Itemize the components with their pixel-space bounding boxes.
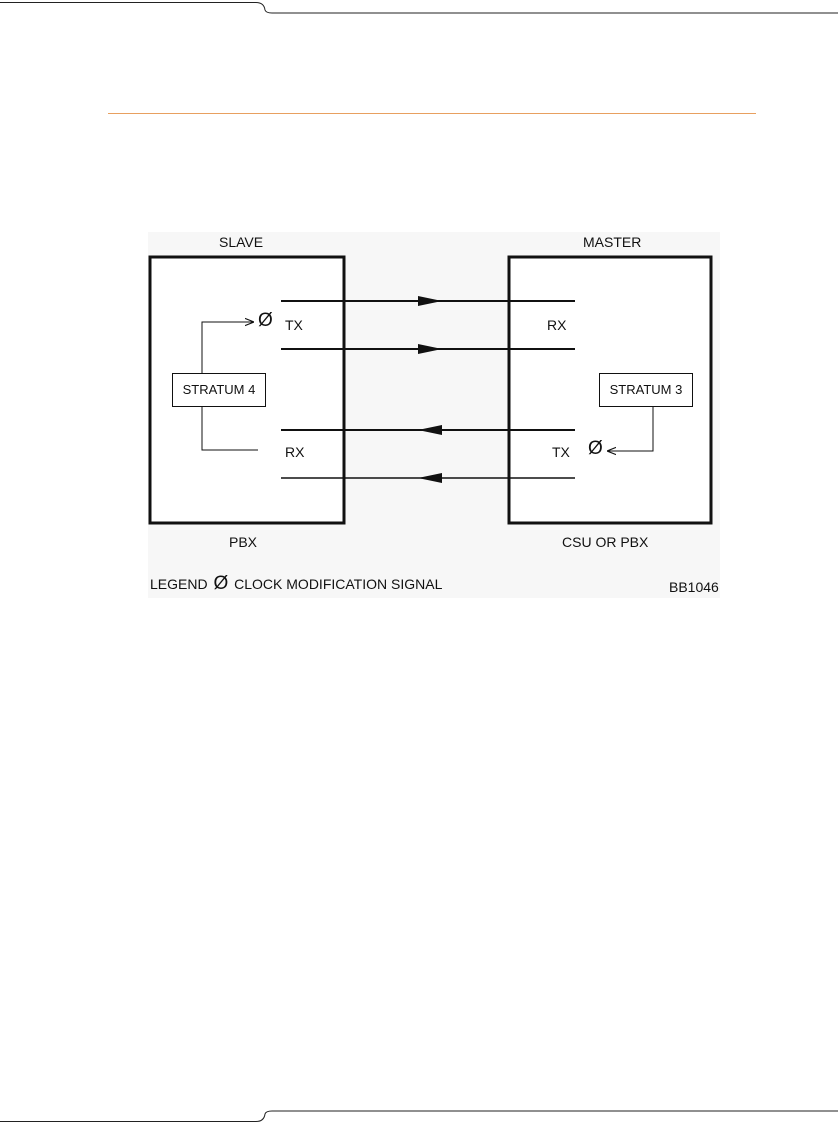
master-rx-label: RX — [547, 317, 567, 333]
tx-arrow-upper — [418, 296, 442, 306]
legend: LEGEND Ø CLOCK MODIFICATION SIGNAL — [150, 573, 443, 594]
legend-text: CLOCK MODIFICATION SIGNAL — [234, 576, 443, 592]
legend-prefix: LEGEND — [150, 576, 208, 592]
stratum-3-box: STRATUM 3 — [599, 373, 693, 407]
stratum-4-box: STRATUM 4 — [172, 373, 266, 407]
slave-device-label: PBX — [229, 534, 258, 550]
legend-symbol: Ø — [213, 573, 229, 594]
rx-arrow-upper — [418, 425, 442, 435]
bottom-tab-border — [0, 1110, 838, 1122]
tx-arrow-lower — [418, 344, 442, 354]
slave-clock-mod-symbol: Ø — [258, 310, 273, 331]
rx-arrow-lower — [418, 473, 442, 483]
figure-id: BB1046 — [669, 579, 719, 595]
master-clock-path — [607, 407, 654, 451]
slave-header: SLAVE — [219, 234, 264, 250]
header-rule — [108, 113, 756, 114]
top-tab-border — [0, 2, 838, 14]
master-device-label: CSU OR PBX — [562, 534, 649, 550]
master-clock-mod-symbol: Ø — [588, 438, 603, 459]
master-tx-label: TX — [552, 444, 570, 460]
slave-clock-path-up — [201, 322, 254, 373]
clock-sync-diagram: SLAVE MASTER Ø TX RX RX TX Ø STRATUM 4 S… — [148, 232, 720, 598]
slave-rx-label: RX — [285, 444, 305, 460]
slave-clock-path — [201, 405, 258, 451]
slave-tx-label: TX — [285, 317, 303, 333]
master-header: MASTER — [583, 234, 642, 250]
